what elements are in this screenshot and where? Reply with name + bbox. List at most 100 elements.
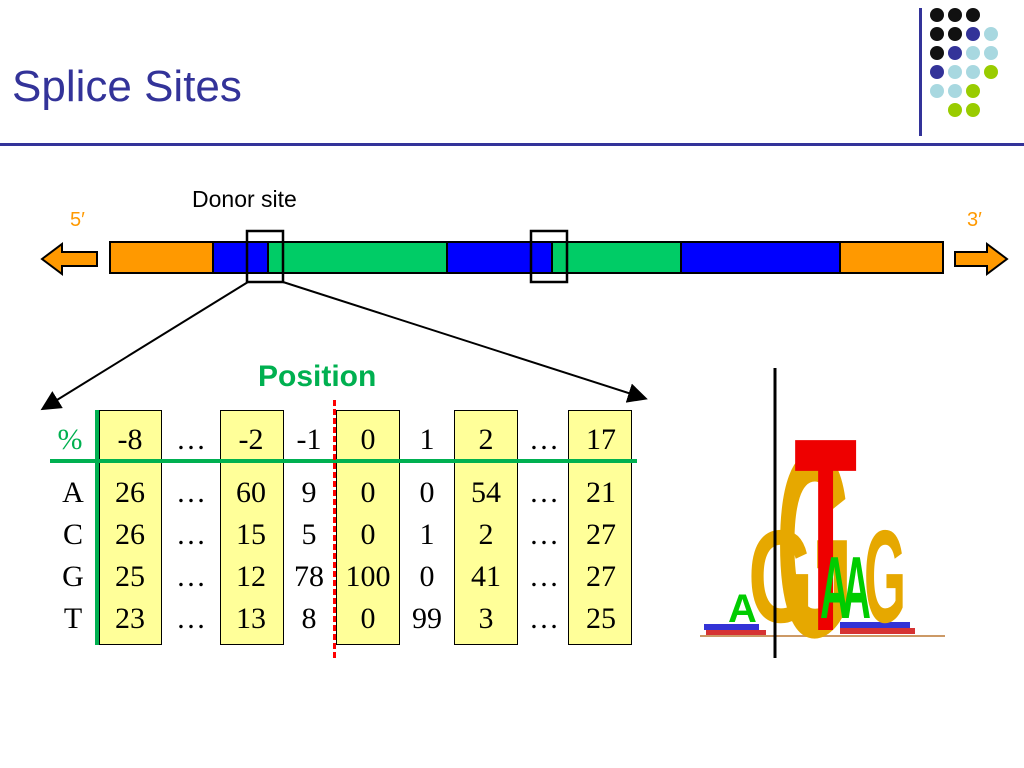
decorative-dot [948,84,962,98]
table-cell: 8 [301,602,317,635]
table-cell: 25 [586,602,616,635]
corner-divider [919,8,922,136]
decorative-dot [948,46,962,60]
decorative-dot [948,8,962,22]
header-cell: -1 [296,423,322,456]
strand-segment-exon [446,241,553,274]
table-cell: 100 [345,560,391,593]
decorative-dot [930,84,944,98]
table-cell: … [529,476,559,509]
zoom-line-left [40,281,249,411]
logo-letter-t: T [794,381,857,660]
table-cell: 9 [301,476,317,509]
decorative-dot [948,103,962,117]
logo-letter-a-small: A [728,587,757,631]
logo-letter-g-1: G [748,504,813,651]
table-cell: 2 [478,518,494,551]
table-corner-label: % [57,423,83,456]
table-cell: … [176,476,206,509]
decorative-dot [966,103,980,117]
decorative-dot [984,65,998,79]
strand-segments [109,241,944,274]
table-cell: 21 [586,476,616,509]
decorative-dot [966,27,980,41]
row-base-label: A [62,476,84,509]
header-cell: 2 [478,423,494,456]
position-label: Position [258,360,377,393]
strand-segment-intron [551,241,682,274]
header-cell: -8 [117,423,143,456]
logo-letter-g-3: G [864,504,906,651]
header-cell: 0 [360,423,376,456]
decorative-dot [966,46,980,60]
decorative-dot [984,46,998,60]
decorative-dot [966,8,980,22]
table-cell: 54 [471,476,501,509]
table-cell: 0 [419,560,435,593]
highlight-column-0 [336,410,400,645]
table-cell: 0 [360,602,376,635]
table-cell: … [176,560,206,593]
donor-site-label: Donor site [192,186,297,212]
table-cell: 99 [412,602,442,635]
decorative-dot [930,46,944,60]
logo-letter-g-2: G [776,399,853,660]
table-cell: 1 [419,518,435,551]
decorative-dot [966,84,980,98]
strand-segment-exon [212,241,269,274]
table-cell: 41 [471,560,501,593]
table-cell: 78 [294,560,324,593]
table-header-rule [50,459,637,463]
table-cell: … [529,518,559,551]
logo-letter-a-2: A [842,539,871,637]
decorative-dot [930,65,944,79]
row-base-label: T [63,602,83,635]
header-cell: -2 [238,423,264,456]
highlight-column-minus8 [99,410,162,645]
table-cell: 23 [115,602,145,635]
table-cell: 0 [360,518,376,551]
table-base-rule [95,410,99,645]
table-cell: 15 [236,518,266,551]
table-cell: … [176,518,206,551]
table-cell: 25 [115,560,145,593]
highlight-column-minus2 [220,410,284,645]
three-prime-label: 3′ [967,209,982,231]
decorative-dot [930,27,944,41]
row-base-label: C [62,518,83,551]
table-cell: 60 [236,476,266,509]
donor-site-box-2 [529,229,569,284]
logo-letter-a-1: A [820,539,849,637]
strand-segment-intron [267,241,448,274]
table-cell: 5 [301,518,317,551]
header-cell: 1 [419,423,435,456]
table-cell: 13 [236,602,266,635]
strand-segment-exon [680,241,841,274]
strand-segment-utr [109,241,214,274]
table-cell: 0 [419,476,435,509]
table-cell: … [529,560,559,593]
decorative-dot [984,27,998,41]
decorative-dot-grid [0,0,1024,150]
table-cell: … [176,602,206,635]
gene-strand-diagram [40,229,1009,411]
strand-segment-utr [839,241,944,274]
table-cell: 27 [586,560,616,593]
table-cell: 26 [115,518,145,551]
header-cell: … [529,423,559,456]
title-underline [0,143,1024,146]
table-cell: 26 [115,476,145,509]
table-cell: 12 [236,560,266,593]
splice-boundary-line [333,400,336,658]
table-cell: … [529,602,559,635]
zoom-line-right [282,281,648,403]
row-base-label: G [62,560,84,593]
decorative-dot [948,27,962,41]
five-prime-label: 5′ [70,209,85,231]
three-prime-arrow [954,242,1009,276]
page-title: Splice Sites [12,62,242,111]
header-cell: … [176,423,206,456]
table-cell: 27 [586,518,616,551]
highlight-column-2 [454,410,518,645]
header-cell: 17 [586,423,616,456]
